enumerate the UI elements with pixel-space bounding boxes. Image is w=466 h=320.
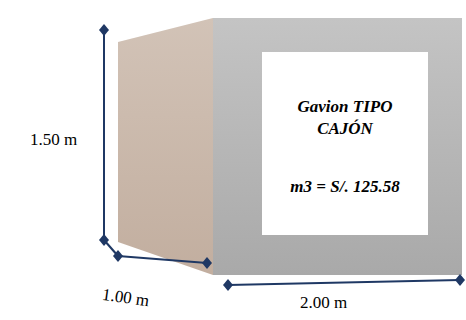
- dimension-label: 1.00 m: [101, 285, 151, 311]
- dimension-label: 1.50 m: [30, 130, 77, 150]
- dimension-lines: [104, 30, 460, 285]
- box-side-face: [118, 18, 213, 275]
- price-text: m3 = S/. 125.58: [284, 176, 405, 198]
- box-front-face: [213, 18, 462, 275]
- box-heading: Gavion TIPO CAJÓN: [262, 96, 428, 140]
- price-label-box: Gavion TIPO CAJÓN m3 = S/. 125.58: [262, 52, 428, 235]
- dimension-markers: [99, 24, 465, 291]
- dimension-label: 2.00 m: [300, 293, 347, 313]
